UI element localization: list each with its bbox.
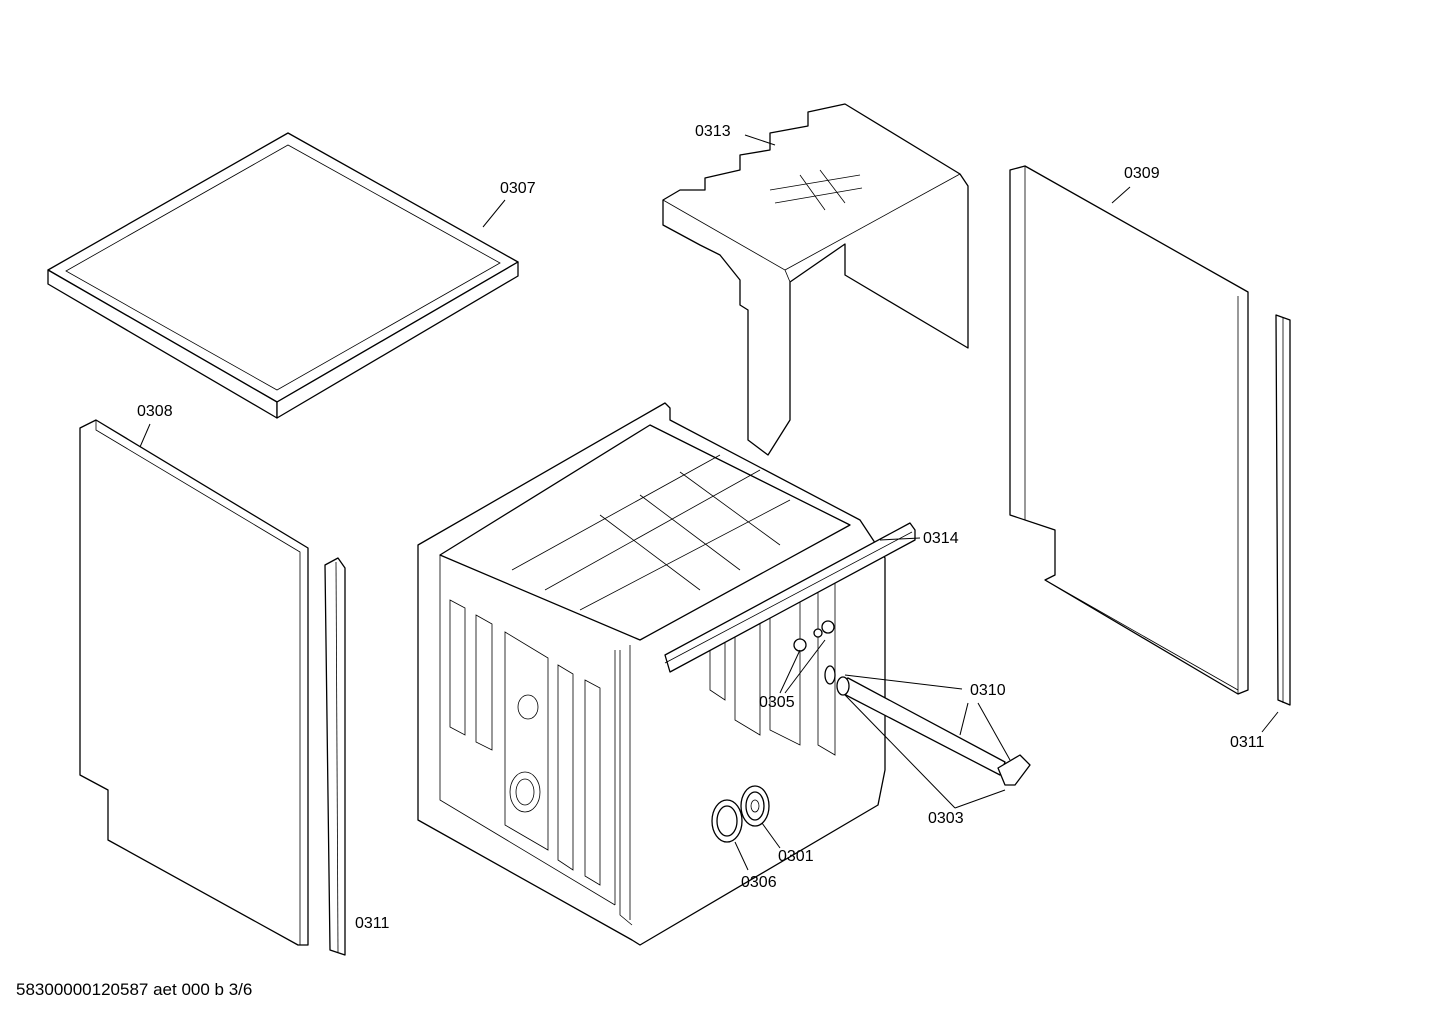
label-0306: 0306 bbox=[741, 874, 777, 891]
part-tub-frame bbox=[417, 402, 886, 946]
label-0310: 0310 bbox=[970, 682, 1006, 699]
leader-lines bbox=[139, 134, 1279, 871]
label-0313: 0313 bbox=[695, 123, 731, 140]
part-0308-left-side-panel bbox=[79, 419, 309, 946]
label-0314: 0314 bbox=[923, 530, 959, 547]
label-0309: 0309 bbox=[1124, 165, 1160, 182]
part-0305-fittings bbox=[793, 620, 836, 685]
part-0306-ring bbox=[711, 799, 743, 843]
label-0303: 0303 bbox=[928, 810, 964, 827]
label-0307: 0307 bbox=[500, 180, 536, 197]
label-0311-left: 0311 bbox=[355, 915, 390, 932]
part-0311-left-trim-strip bbox=[324, 557, 346, 956]
part-0307-top-cover bbox=[47, 132, 519, 419]
part-0310-hinge-bar bbox=[836, 676, 1031, 786]
part-0301-filter-cap bbox=[740, 785, 770, 827]
part-0313-insulation-hood bbox=[662, 103, 969, 456]
part-labels: 0307 0308 0313 0309 0314 0310 0305 0311 … bbox=[137, 123, 1265, 932]
label-0301: 0301 bbox=[778, 848, 814, 865]
document-reference: 58300000120587 aet 000 b 3/6 bbox=[16, 980, 253, 999]
label-0308: 0308 bbox=[137, 403, 173, 420]
part-0311-right-trim-strip bbox=[1275, 314, 1291, 706]
label-0305: 0305 bbox=[759, 694, 795, 711]
part-0314-front-rail bbox=[664, 522, 916, 673]
label-0311-right: 0311 bbox=[1230, 734, 1265, 751]
part-0309-right-side-panel bbox=[1009, 165, 1249, 695]
